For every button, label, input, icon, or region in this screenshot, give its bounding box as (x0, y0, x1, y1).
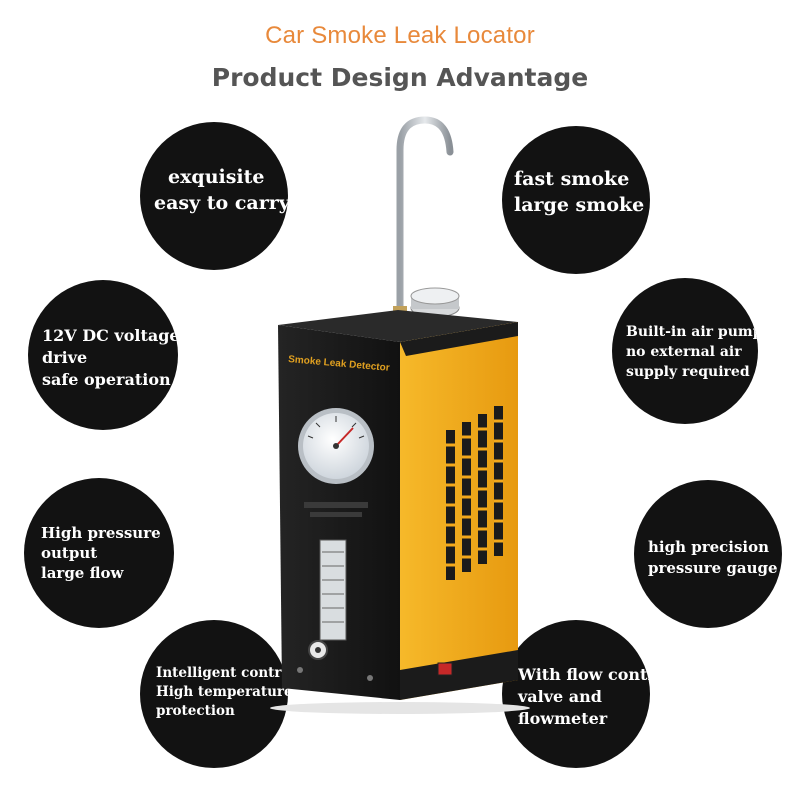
feature-line: Intelligent control (156, 665, 288, 681)
feature-line: 12V DC voltage (42, 326, 178, 345)
feature-line: pressure gauge (648, 559, 778, 577)
device-side-panel (400, 322, 518, 700)
feature-line: High temperature (156, 684, 288, 700)
feature-line: fast smoke (514, 168, 630, 190)
device-top (278, 310, 518, 342)
smoke-hose (396, 116, 454, 314)
feature-line: no external air (626, 344, 742, 360)
feature-circle-air-pump: Built-in air pump no external air supply… (612, 278, 758, 424)
feature-circle-voltage: 12V DC voltage drive safe operation (28, 280, 178, 430)
feature-line: large flow (41, 564, 124, 582)
page-subtitle: Product Design Advantage (211, 63, 589, 92)
feature-line: valve and (518, 687, 602, 706)
smoke-leak-detector-image: Smoke Leak Detector (270, 116, 530, 714)
feature-line: easy to carry (154, 192, 288, 214)
feature-line: protection (156, 703, 235, 719)
feature-circle-smoke: fast smoke large smoke (502, 126, 650, 274)
page-title: Car Smoke Leak Locator (265, 22, 535, 49)
feature-line: output (41, 544, 98, 562)
feature-circle-portability: exquisite easy to carry (140, 122, 288, 270)
feature-circle-pressure-gauge: high precision pressure gauge (634, 480, 782, 628)
feature-line: flowmeter (518, 709, 608, 728)
feature-circle-flow-control: With flow control valve and flowmeter (502, 620, 650, 768)
feature-line: safe operation (42, 370, 171, 389)
feature-circle-intelligent-control: Intelligent control High temperature pro… (140, 620, 288, 768)
feature-line: With flow control (518, 665, 650, 684)
feature-line: Built-in air pump (626, 324, 758, 340)
gauge-needle (335, 427, 354, 447)
feature-line: exquisite (168, 166, 265, 188)
feature-line: drive (42, 348, 88, 367)
feature-circle-pressure-output: High pressure output large flow (24, 478, 174, 628)
feature-line: high precision (648, 538, 770, 556)
feature-line: High pressure (41, 524, 161, 542)
feature-line: supply required (626, 364, 750, 380)
feature-line: large smoke (514, 194, 645, 216)
power-switch (437, 662, 453, 676)
flowmeter (319, 539, 347, 641)
